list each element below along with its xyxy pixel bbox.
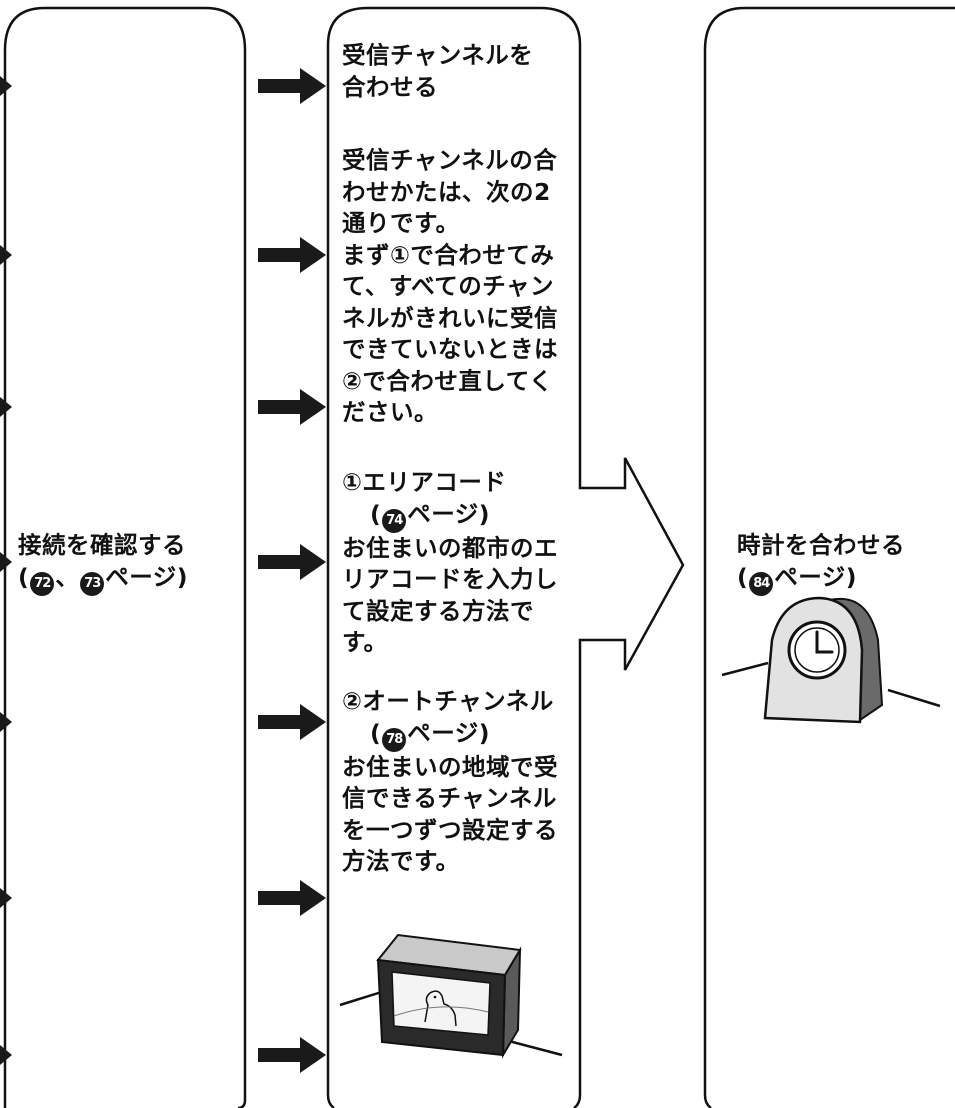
tv-illustration <box>339 933 563 1059</box>
connector-arrow-4 <box>258 544 326 580</box>
edge-arrow-7 <box>0 1045 12 1065</box>
right-box-border <box>703 6 955 1108</box>
connector-arrow-1 <box>258 68 326 104</box>
connector-arrow-7 <box>258 1037 326 1073</box>
page-number-badge: 73 <box>80 571 105 596</box>
middle-box-border <box>326 6 685 1108</box>
clock-hands-icon <box>815 630 834 654</box>
dog-eye-icon <box>433 995 437 999</box>
edge-arrow-5 <box>0 712 12 732</box>
page-number-badge: 84 <box>749 571 774 596</box>
connector-arrow-6 <box>258 880 326 916</box>
connector-arrow-3 <box>258 389 326 425</box>
tv-screen <box>391 971 491 1036</box>
page-number-badge: 74 <box>382 508 407 533</box>
connector-arrow-5 <box>258 704 326 740</box>
edge-arrow-6 <box>0 888 12 908</box>
channel-setup-intro: 受信チャンネルの合 わせかたは、次の2 通りです。 まず①で合わせてみ て、すべ… <box>342 146 558 426</box>
edge-arrow-1 <box>0 76 12 96</box>
left-box-border <box>3 6 247 1108</box>
left-edge-arrows <box>0 76 12 1065</box>
check-connection-title: 接続を確認する <box>18 531 186 559</box>
channel-setup-title: 受信チャンネルを 合わせる <box>342 41 534 101</box>
auto-channel-heading: ②オートチャンネル <box>342 687 554 715</box>
clock-cable-right <box>887 688 941 708</box>
connector-arrows <box>258 68 326 1073</box>
dog-icon <box>424 990 457 1027</box>
edge-arrow-3 <box>0 397 12 417</box>
connector-arrow-2 <box>258 237 326 273</box>
set-clock-title: 時計を合わせる <box>737 531 905 559</box>
tv-cable-right <box>504 1038 563 1057</box>
edge-arrow-4 <box>0 552 12 572</box>
screen-hill <box>393 1006 489 1017</box>
clock-cable-left <box>721 661 769 677</box>
page-number-badge: 72 <box>30 571 55 596</box>
clock-face-inner <box>794 627 840 673</box>
clock-illustration <box>721 596 941 724</box>
area-code-heading: ①エリアコード <box>342 468 507 496</box>
edge-arrow-2 <box>0 245 12 265</box>
page-number-badge: 78 <box>382 727 407 752</box>
